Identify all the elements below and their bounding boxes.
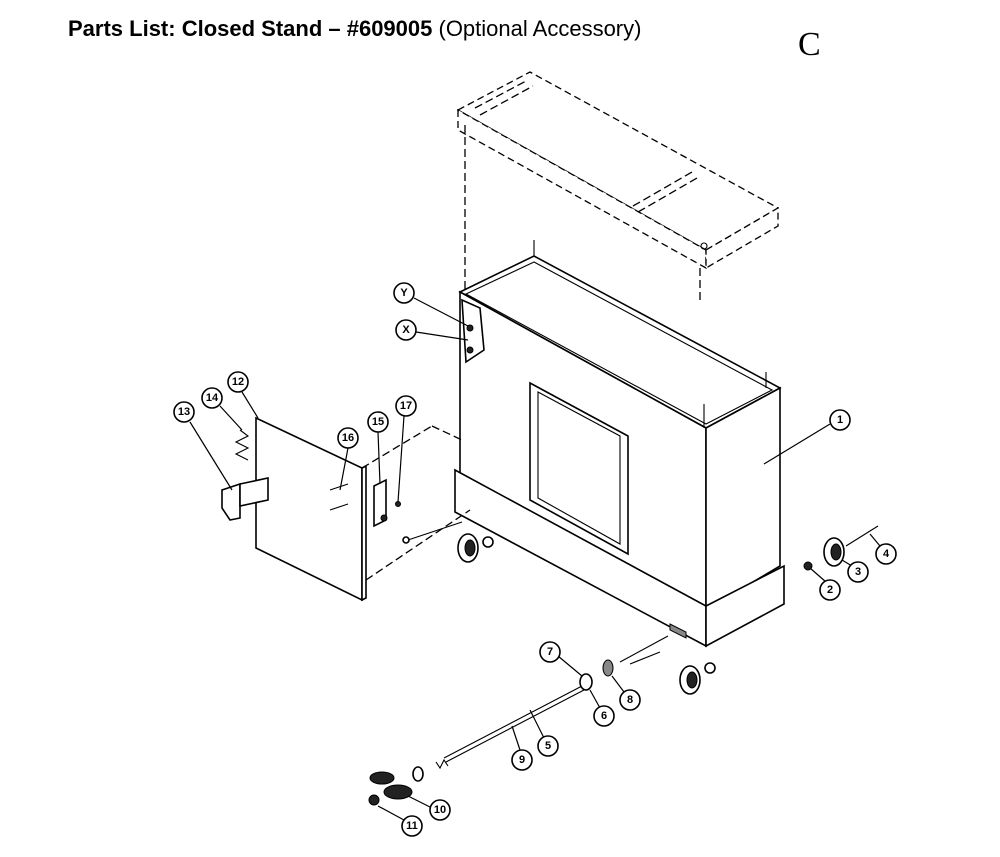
callout-1-label: 1 — [837, 414, 843, 426]
callout-10-label: 10 — [434, 804, 446, 816]
callout-y-label: Y — [400, 287, 408, 299]
stand-cabinet — [454, 240, 785, 648]
door-panel — [255, 416, 471, 602]
caster-left — [402, 521, 494, 563]
callout-2-label: 2 — [827, 584, 833, 596]
callout-13-label: 13 — [178, 406, 190, 418]
callout-5: 5 — [529, 709, 559, 757]
callout-17: 17 — [395, 395, 417, 503]
callout-12-label: 12 — [232, 376, 244, 388]
callout-15: 15 — [367, 411, 389, 485]
callout-16-label: 16 — [342, 432, 354, 444]
pedal-rod — [368, 635, 669, 806]
caster-right — [803, 525, 879, 571]
callout-6-label: 6 — [601, 710, 607, 722]
callout-x-label: X — [402, 324, 410, 336]
callout-12: 12 — [227, 371, 259, 419]
caster-front — [629, 651, 716, 695]
callout-17-label: 17 — [400, 400, 412, 412]
callout-8: 8 — [611, 675, 641, 711]
callout-7-label: 7 — [547, 646, 553, 658]
callout-3-label: 3 — [855, 566, 861, 578]
callout-3: 3 — [841, 559, 869, 583]
latch — [221, 477, 269, 521]
callout-16: 16 — [337, 427, 359, 491]
callout-y: Y — [393, 282, 469, 327]
title-rest: (Optional Accessory) — [432, 16, 642, 41]
callout-4: 4 — [869, 533, 897, 565]
bracket-xy — [461, 298, 485, 364]
callout-11: 11 — [377, 805, 423, 837]
page-title: Parts List: Closed Stand – #609005 (Opti… — [68, 16, 641, 42]
hinge — [234, 429, 250, 461]
ghost-table-top — [456, 71, 780, 300]
callout-8-label: 8 — [627, 694, 633, 706]
callout-9: 9 — [511, 725, 533, 771]
callout-5-label: 5 — [545, 740, 551, 752]
title-bold: Parts List: Closed Stand – #609005 — [68, 16, 433, 41]
callout-10: 10 — [407, 795, 451, 821]
magnet-catch — [329, 478, 401, 528]
callout-2: 2 — [809, 567, 841, 601]
callout-4-label: 4 — [883, 548, 890, 560]
callout-7: 7 — [539, 641, 583, 677]
callout-14: 14 — [201, 387, 243, 431]
callout-9-label: 9 — [519, 754, 525, 766]
callout-x: X — [395, 319, 469, 341]
callout-1: 1 — [763, 409, 851, 465]
callout-15-label: 15 — [372, 416, 384, 428]
callout-14-label: 14 — [206, 392, 219, 404]
section-letter: C — [798, 26, 821, 63]
callout-11-label: 11 — [406, 820, 418, 832]
callout-6: 6 — [589, 689, 615, 727]
callout-13: 13 — [173, 401, 233, 491]
